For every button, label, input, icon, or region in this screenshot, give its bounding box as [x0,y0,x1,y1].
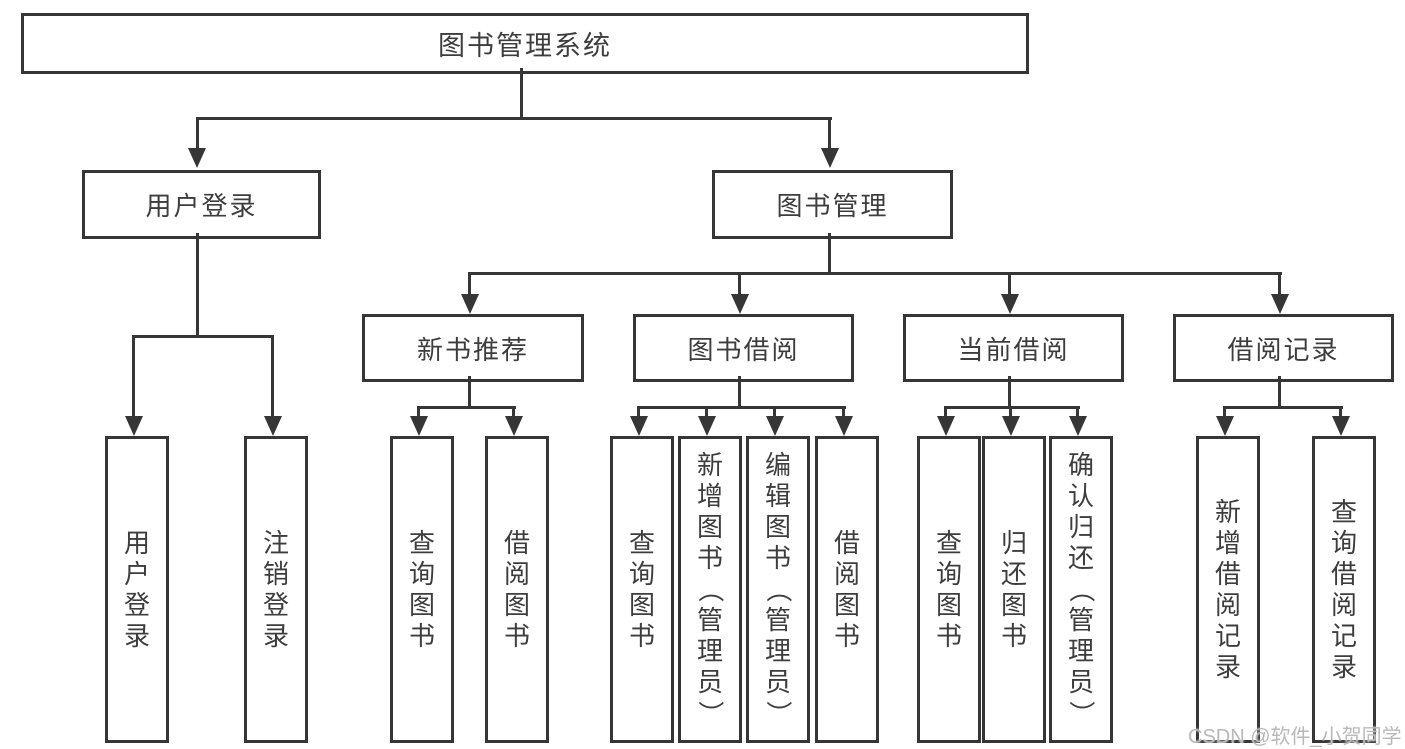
node-user-login: 用户登录 [82,170,321,239]
connector-stem [738,376,741,406]
node-user-login-action: 用户登录 [105,436,169,743]
connector-rail [1223,406,1343,409]
node-logout-action: 注销登录 [244,436,308,743]
node-label: 查询借阅记录 [1330,496,1357,682]
connector-stem [1076,406,1079,418]
connector-stem [468,272,471,294]
arrow-down-icon [1216,416,1234,436]
arrow-down-icon [766,416,784,436]
node-label: 图书管理系统 [438,31,612,61]
connector-stem [132,335,135,417]
node-label: 新增借阅记录 [1214,496,1241,682]
node-borrowing-records: 借阅记录 [1173,314,1394,382]
node-label: 查询图书 [408,527,435,651]
connector-stem [271,335,274,417]
node-current-query-books: 查询图书 [917,436,981,743]
arrow-down-icon [630,416,648,436]
node-records-query-record: 查询借阅记录 [1312,436,1376,743]
node-label: 查询图书 [935,527,962,651]
arrow-down-icon [461,294,479,314]
connector-stem [828,233,831,272]
arrow-down-icon [188,148,206,168]
node-label: 图书借阅 [687,334,800,365]
connector-stem [828,117,831,150]
node-label: 注销登录 [262,527,289,651]
node-borrow-add-books-admin: 新增图书（管理员） [678,436,742,743]
node-book-borrowing: 图书借阅 [633,314,854,382]
connector-stem [512,406,515,418]
connector-stem [1339,406,1342,418]
node-current-return-books: 归还图书 [982,436,1046,743]
node-label: 归还图书 [1000,527,1027,651]
connector-stem [196,233,199,335]
connector-stem [637,406,640,418]
node-borrow-borrow-books: 借阅图书 [815,436,879,743]
arrow-down-icon [821,148,839,168]
arrow-down-icon [835,416,853,436]
connector-stem [738,272,741,294]
connector-stem [1278,272,1281,294]
node-new-book-recommendation: 新书推荐 [362,314,584,382]
node-recommend-query-books: 查询图书 [390,436,454,743]
node-label: 当前借阅 [957,334,1070,365]
node-label: 图书管理 [776,191,889,221]
arrow-down-icon [264,416,282,436]
connector-stem [944,406,947,418]
node-label: 用户登录 [145,191,258,221]
connector-root-rail [196,117,832,120]
connector-rail [417,406,516,409]
arrow-down-icon [1001,294,1019,314]
connector-rail [944,406,1080,409]
watermark: CSDN @软件_小贺同学 [1188,726,1402,748]
node-label: 借阅记录 [1227,334,1340,365]
connector-stem [773,406,776,418]
connector-rail [637,406,846,409]
connector-stem [1278,376,1281,406]
connector-stem [1009,406,1012,418]
node-label: 新增图书（管理员） [695,450,726,727]
arrow-down-icon [731,294,749,314]
arrow-down-icon [1002,416,1020,436]
node-borrow-query-books: 查询图书 [610,436,674,743]
node-label: 编辑图书（管理员） [763,450,794,727]
arrow-down-icon [698,416,716,436]
connector-rail [132,335,274,338]
arrow-down-icon [1271,294,1289,314]
node-library-system: 图书管理系统 [21,13,1029,74]
node-recommend-borrow-books: 借阅图书 [485,436,549,743]
node-label: 查询图书 [628,527,655,651]
node-label: 借阅图书 [833,527,860,651]
connector-root-stem [520,68,523,117]
connector-stem [705,406,708,418]
connector-rail [468,272,1282,275]
arrow-down-icon [505,416,523,436]
connector-stem [1008,272,1011,294]
connector-stem [417,406,420,418]
connector-stem [1223,406,1226,418]
arrow-down-icon [937,416,955,436]
node-label: 新书推荐 [416,334,529,365]
arrow-down-icon [1069,416,1087,436]
connector-stem [1008,376,1011,406]
node-current-confirm-return-admin: 确认归还（管理员） [1049,436,1113,743]
connector-stem [196,117,199,150]
arrow-down-icon [410,416,428,436]
node-book-management: 图书管理 [712,170,953,239]
node-label: 借阅图书 [503,527,530,651]
arrow-down-icon [1332,416,1350,436]
node-label: 用户登录 [123,527,150,651]
arrow-down-icon [125,416,143,436]
node-label: 确认归还（管理员） [1066,450,1097,727]
connector-stem [468,376,471,406]
connector-stem [842,406,845,418]
node-borrow-edit-books-admin: 编辑图书（管理员） [746,436,810,743]
node-current-borrowing: 当前借阅 [903,314,1124,382]
node-records-add-record: 新增借阅记录 [1196,436,1260,743]
